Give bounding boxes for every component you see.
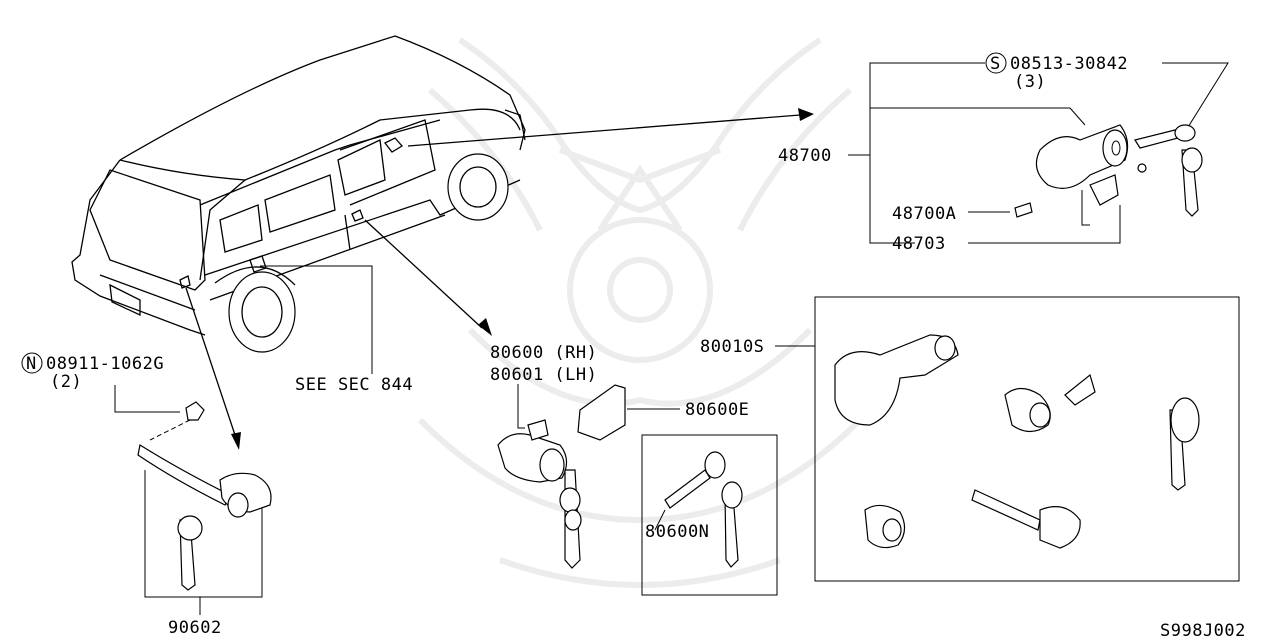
label-ignition-screw[interactable]: 48700A (892, 204, 956, 224)
door-lock-assembly (497, 384, 680, 569)
watermark-emblem (417, 37, 863, 588)
label-see-sec[interactable]: SEE SEC 844 (295, 375, 413, 395)
vehicle-illustration (71, 35, 526, 353)
nut-badge-circle (21, 352, 43, 374)
screw-badge-circle (985, 52, 1007, 74)
ignition-assembly (848, 62, 1229, 244)
back-door-lock (114, 385, 272, 615)
label-screw-qty: (3) (1014, 72, 1046, 92)
key-set-box (775, 296, 1240, 582)
screw-badge: S (990, 54, 1001, 74)
label-back-door-lock[interactable]: 90602 (168, 618, 222, 638)
label-nut-qty: (2) (50, 372, 82, 392)
label-door-lock-lh[interactable]: 80601 (LH) (490, 365, 597, 385)
diagram-code: S998J002 (1160, 621, 1246, 638)
label-nut-part[interactable]: 08911-1062G (46, 354, 164, 374)
label-door-key[interactable]: 80600N (645, 522, 709, 542)
label-screw-part[interactable]: 08513-30842 (1010, 54, 1128, 74)
key-box (641, 434, 778, 596)
label-key-set[interactable]: 80010S (700, 337, 764, 357)
nut-badge: N (26, 354, 37, 374)
label-door-lock-rh[interactable]: 80600 (RH) (490, 343, 597, 363)
leader-arrows (185, 108, 814, 450)
label-ignition-set[interactable]: 48700 (778, 146, 832, 166)
label-door-lock-retainer[interactable]: 80600E (685, 400, 749, 420)
label-ignition-switch[interactable]: 48703 (892, 234, 946, 254)
